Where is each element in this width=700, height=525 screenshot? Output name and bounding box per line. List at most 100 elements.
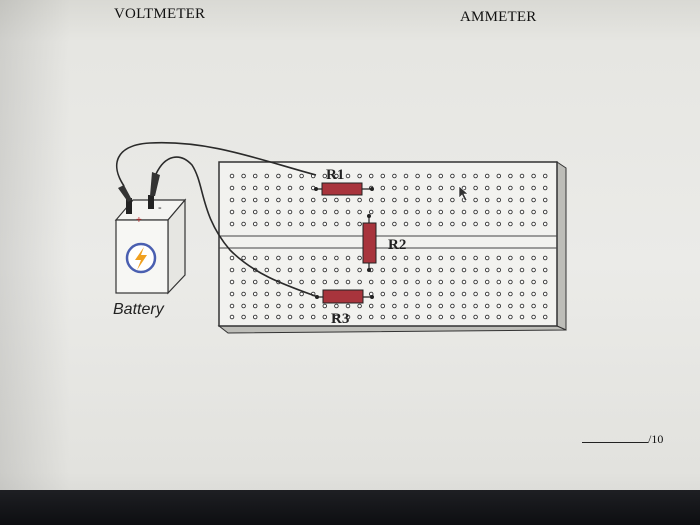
breadboard-hole (519, 279, 525, 285)
breadboard-hole (264, 185, 270, 191)
breadboard-hole (392, 209, 397, 215)
breadboard-hole (461, 209, 467, 215)
breadboard-hole (403, 314, 409, 320)
breadboard-hole (519, 255, 525, 261)
breadboard-hole (252, 255, 258, 261)
breadboard-hole (403, 255, 409, 261)
breadboard-hole (508, 209, 513, 215)
breadboard-hole (519, 209, 525, 215)
breadboard-hole (450, 173, 455, 179)
breadboard-holes (229, 173, 548, 320)
breadboard-hole (438, 267, 444, 273)
breadboard-hole (426, 291, 432, 297)
breadboard-hole (438, 279, 444, 285)
breadboard-hole (426, 279, 432, 285)
breadboard-hole (299, 291, 304, 297)
breadboard-hole (380, 221, 386, 227)
breadboard-hole (519, 267, 525, 273)
breadboard-hole (519, 221, 525, 227)
breadboard-hole (508, 197, 513, 203)
breadboard-hole (287, 291, 293, 297)
breadboard-hole (508, 221, 513, 227)
breadboard-hole (310, 303, 316, 309)
breadboard-hole (519, 291, 525, 297)
breadboard-hole (484, 185, 490, 191)
breadboard-hole (241, 255, 246, 261)
breadboard-hole (403, 221, 409, 227)
breadboard-hole (450, 303, 455, 309)
breadboard-hole (542, 173, 548, 179)
breadboard-hole (531, 314, 536, 320)
circuit-diagram: + - Battery R1 R2 R3 (113, 141, 567, 334)
score-field[interactable]: /10 (582, 432, 663, 447)
breadboard-hole (542, 255, 548, 261)
breadboard-hole (334, 267, 339, 273)
breadboard-hole (450, 197, 455, 203)
breadboard-hole (357, 279, 362, 285)
breadboard-hole (380, 255, 386, 261)
breadboard-hole (264, 267, 270, 273)
breadboard-hole (461, 279, 467, 285)
breadboard-hole (415, 303, 420, 309)
breadboard-hole (392, 291, 397, 297)
battery: + - (114, 172, 187, 295)
breadboard-hole (519, 314, 525, 320)
breadboard-hole (357, 221, 362, 227)
breadboard-hole (310, 279, 316, 285)
breadboard-hole (403, 267, 409, 273)
negative-sign: - (158, 202, 162, 214)
breadboard-hole (287, 185, 293, 191)
breadboard-bottom-edge (217, 325, 567, 334)
breadboard-hole (322, 279, 328, 285)
breadboard-hole (264, 173, 270, 179)
breadboard-hole (426, 173, 432, 179)
breadboard-hole (380, 303, 386, 309)
breadboard-hole (380, 314, 386, 320)
breadboard-hole (276, 303, 281, 309)
breadboard-hole (310, 221, 316, 227)
breadboard-hole (496, 291, 502, 297)
breadboard-hole (368, 173, 374, 179)
breadboard-hole (519, 185, 525, 191)
breadboard-hole (276, 185, 281, 191)
breadboard-hole (264, 255, 270, 261)
breadboard-hole (438, 185, 444, 191)
breadboard-hole (450, 314, 455, 320)
screen-bezel (0, 490, 700, 525)
breadboard-hole (461, 255, 467, 261)
breadboard-hole (392, 267, 397, 273)
breadboard-hole (299, 209, 304, 215)
breadboard-hole (438, 221, 444, 227)
breadboard-hole (252, 209, 258, 215)
breadboard-hole (438, 255, 444, 261)
breadboard-hole (380, 197, 386, 203)
breadboard-hole (299, 303, 304, 309)
positive-sign: + (136, 215, 142, 226)
breadboard-hole (322, 197, 328, 203)
breadboard-hole (461, 185, 467, 191)
score-blank[interactable] (582, 432, 648, 443)
breadboard-hole (264, 221, 270, 227)
breadboard-hole (276, 197, 281, 203)
breadboard-hole (299, 255, 304, 261)
breadboard-hole (542, 197, 548, 203)
breadboard-hole (473, 267, 478, 273)
breadboard-hole (392, 314, 397, 320)
breadboard-hole (473, 279, 478, 285)
breadboard-hole (368, 314, 374, 320)
breadboard-hole (299, 197, 304, 203)
breadboard-hole (252, 197, 258, 203)
breadboard-hole (322, 173, 328, 179)
breadboard-hole (426, 267, 432, 273)
breadboard-hole (542, 314, 548, 320)
breadboard-hole (473, 314, 478, 320)
breadboard-hole (380, 185, 386, 191)
breadboard-hole (484, 173, 490, 179)
negative-terminal (148, 195, 154, 209)
breadboard-hole (461, 314, 467, 320)
breadboard-hole (241, 291, 246, 297)
breadboard-hole (484, 291, 490, 297)
breadboard-hole (252, 279, 258, 285)
breadboard-hole (380, 209, 386, 215)
breadboard-hole (322, 314, 328, 320)
